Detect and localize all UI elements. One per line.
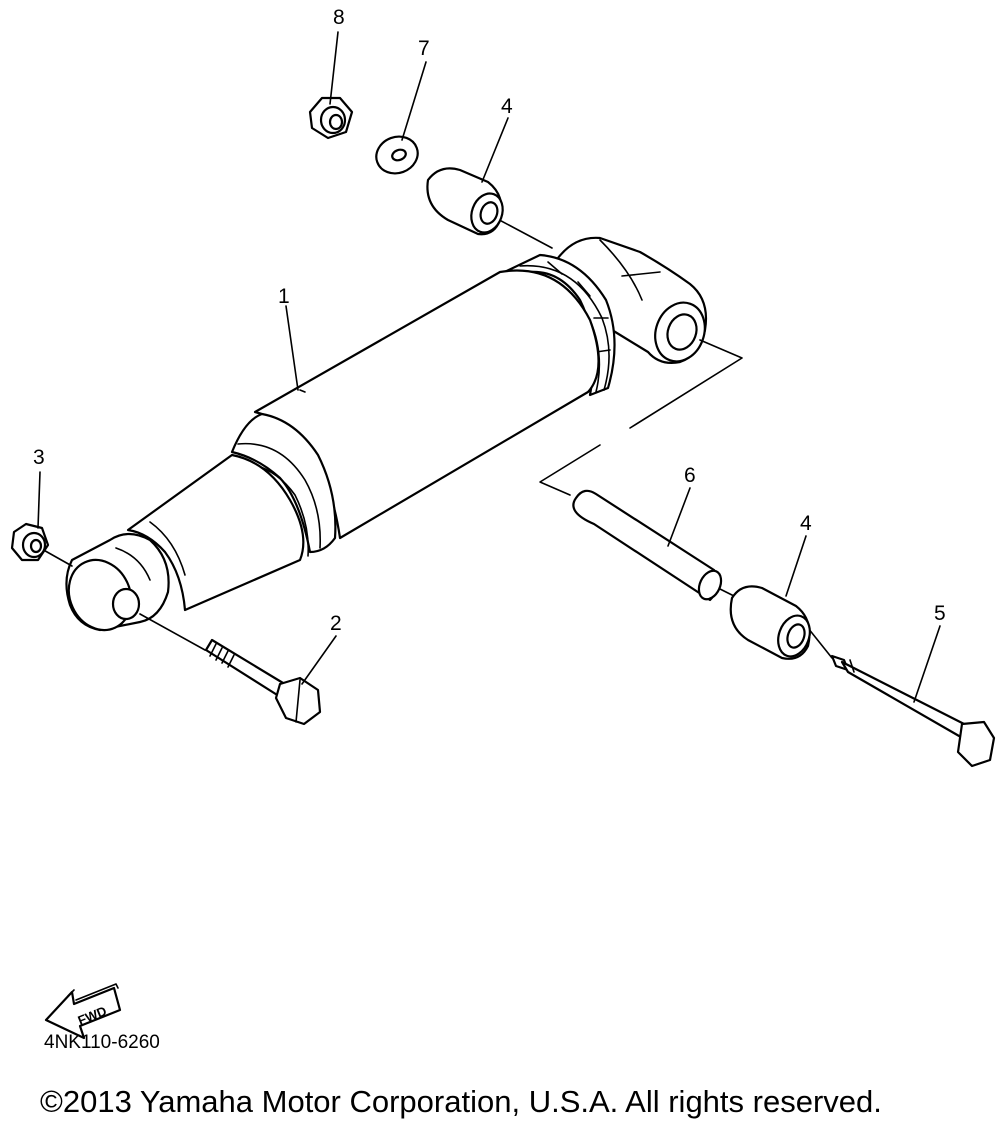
washer [375, 135, 419, 175]
nut-left [10, 522, 50, 562]
callout-5: 5 [934, 602, 946, 625]
diagram-code: 4NK110-6260 [44, 1032, 160, 1053]
callout-8: 8 [333, 6, 345, 29]
bolt-right [830, 654, 996, 768]
callout-2: 2 [330, 612, 342, 635]
callout-3: 3 [33, 446, 45, 469]
fwd-arrow-icon: FWD [44, 983, 122, 1040]
callout-1: 1 [278, 285, 290, 308]
shock-absorber [65, 236, 708, 632]
nut-top [308, 96, 354, 140]
callout-6: 6 [684, 464, 696, 487]
collar-top [426, 167, 504, 236]
collar-bottom [729, 585, 811, 660]
copyright-notice: ©2013 Yamaha Motor Corporation, U.S.A. A… [40, 1084, 882, 1119]
callout-7: 7 [418, 37, 430, 60]
callout-4-bottom: 4 [800, 512, 812, 535]
bolt-bottom [204, 638, 322, 726]
callout-labels: 8 7 4 1 3 2 6 4 5 [33, 6, 946, 635]
sleeve-pipe [572, 489, 723, 602]
callout-leaders [37, 31, 941, 703]
callout-4-top: 4 [501, 95, 513, 118]
